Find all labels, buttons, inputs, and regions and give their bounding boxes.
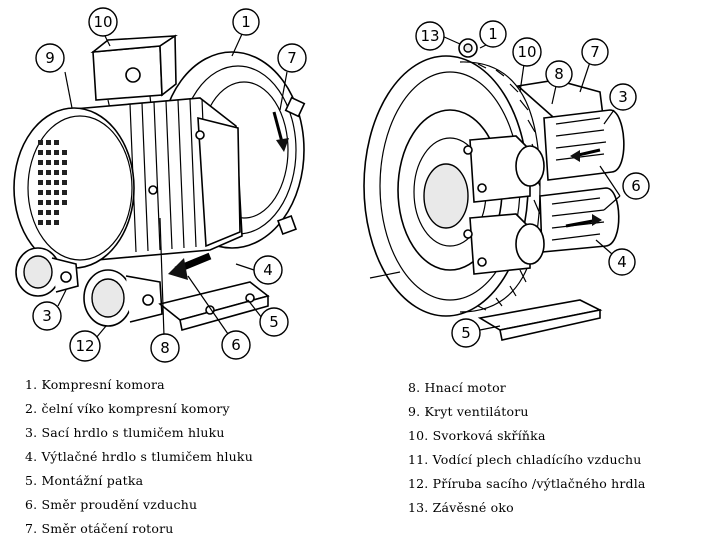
svg-text:7: 7 (287, 49, 297, 67)
callout-8: 8 (150, 333, 180, 363)
svg-text:8: 8 (554, 65, 564, 83)
callout-9: 9 (35, 43, 65, 73)
callout-3: 3 (609, 83, 637, 111)
legend-item-3: 3. Sací hrdlo s tlumičem hluku (25, 425, 225, 440)
svg-text:13: 13 (420, 27, 439, 45)
callout-6: 6 (622, 172, 650, 200)
callout-10: 10 (88, 7, 118, 37)
svg-text:5: 5 (269, 313, 279, 331)
right-blower-illustration: 13 1 10 8 7 3 6 4 5 (363, 20, 650, 348)
svg-text:6: 6 (231, 336, 241, 354)
svg-text:1: 1 (241, 13, 251, 31)
legend-item-13: 13. Závěsné oko (408, 500, 514, 515)
svg-text:5: 5 (461, 324, 471, 342)
legend-item-10: 10. Svorková skříňka (408, 428, 546, 443)
callout-13: 13 (415, 21, 445, 51)
svg-text:9: 9 (45, 49, 55, 67)
legend-item-8: 8. Hnací motor (408, 380, 506, 395)
legend-item-12: 12. Příruba sacího /výtlačného hrdla (408, 476, 646, 491)
callout-12: 12 (69, 330, 101, 362)
svg-text:10: 10 (517, 43, 536, 61)
legend-item-5: 5. Montážní patka (25, 473, 144, 488)
svg-text:10: 10 (93, 13, 112, 31)
legend-item-2: 2. čelní víko kompresní komory (25, 401, 230, 416)
legend-item-9: 9. Kryt ventilátoru (408, 404, 529, 419)
callout-7: 7 (581, 38, 609, 66)
svg-text:1: 1 (488, 25, 498, 43)
svg-text:4: 4 (263, 261, 273, 279)
legend-item-6: 6. Směr proudění vzduchu (25, 497, 198, 512)
svg-text:7: 7 (590, 43, 600, 61)
left-blower-illustration: 10 1 9 7 4 3 12 8 6 5 (13, 7, 307, 363)
callout-3: 3 (32, 301, 62, 331)
callout-5: 5 (259, 307, 289, 337)
callout-1: 1 (479, 20, 507, 48)
svg-text:6: 6 (631, 177, 641, 195)
legend-item-4: 4. Výtlačné hrdlo s tlumičem hluku (25, 449, 253, 464)
svg-text:12: 12 (75, 337, 94, 355)
callout-8: 8 (545, 60, 573, 88)
legend-item-11: 11. Vodící plech chladícího vzduchu (408, 452, 642, 467)
blower-diagram: 10 1 9 7 4 3 12 8 6 5 (13, 7, 650, 363)
legend-item-1: 1. Kompresní komora (25, 377, 165, 392)
svg-text:8: 8 (160, 339, 170, 357)
svg-text:3: 3 (618, 88, 628, 106)
svg-text:3: 3 (42, 307, 52, 325)
callout-4: 4 (608, 248, 636, 276)
legend-item-7: 7. Směr otáčení rotoru (25, 521, 174, 536)
callout-10: 10 (512, 37, 542, 67)
callout-5: 5 (451, 318, 481, 348)
callout-6: 6 (221, 330, 251, 360)
callout-4: 4 (253, 255, 283, 285)
callout-7: 7 (277, 43, 307, 73)
callout-1: 1 (232, 8, 260, 36)
svg-text:4: 4 (617, 253, 627, 271)
